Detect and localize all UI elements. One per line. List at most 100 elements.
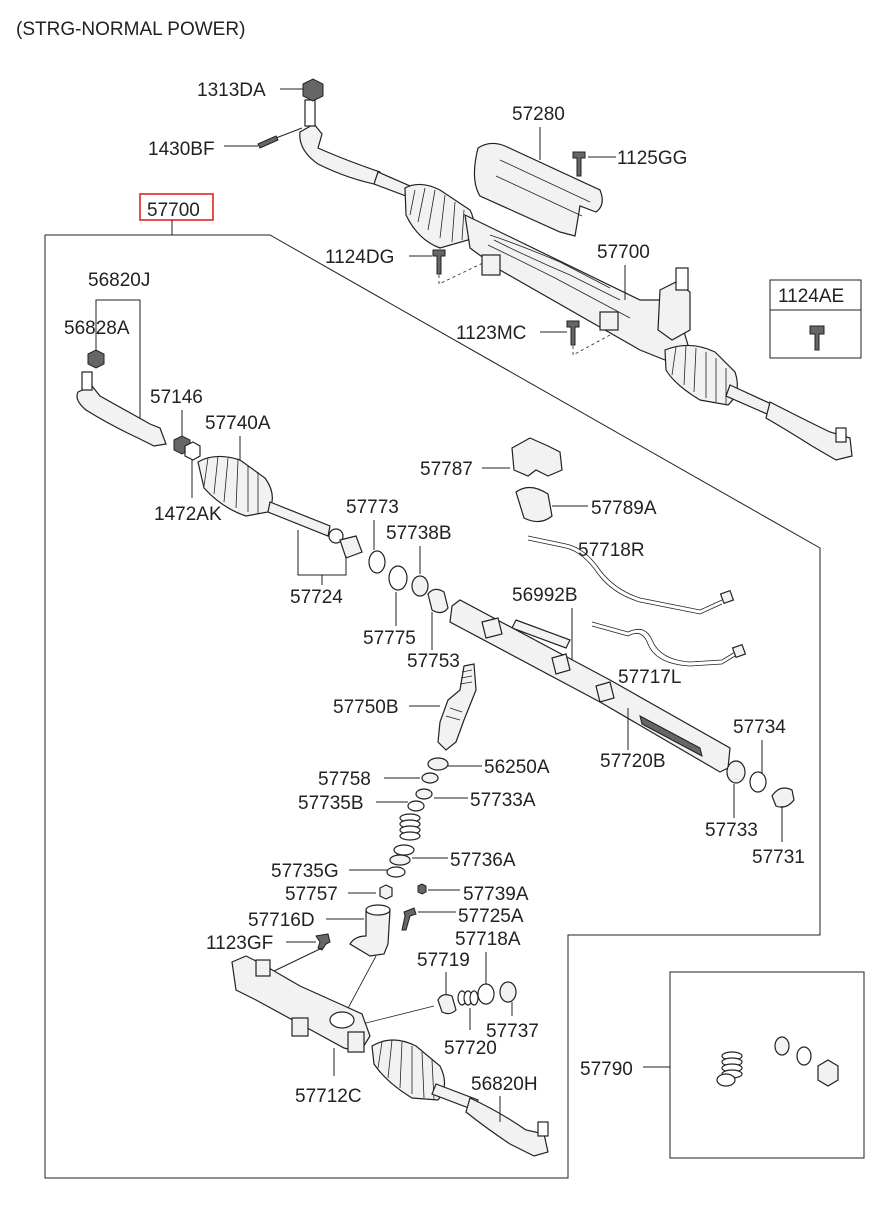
- label-57700-main[interactable]: 57700: [147, 200, 200, 221]
- o-ring-icon: [407, 800, 425, 812]
- valve-body-top: [657, 281, 691, 341]
- label-57280[interactable]: 57280: [512, 104, 565, 125]
- label-57753[interactable]: 57753: [407, 651, 460, 672]
- assembly-outline: [44, 234, 821, 1179]
- label-57758[interactable]: 57758: [318, 769, 371, 790]
- o-ring-icon: [477, 983, 495, 1005]
- spring-icon: [399, 813, 421, 841]
- label-57731[interactable]: 57731: [752, 847, 805, 868]
- bolt-icon: [257, 135, 279, 149]
- leader-1123GF-b: [271, 947, 323, 973]
- o-ring-icon: [726, 760, 746, 784]
- label-57757[interactable]: 57757: [285, 884, 338, 905]
- top-assembly: [299, 78, 853, 461]
- adjuster-57719: [437, 994, 457, 1015]
- label-57775[interactable]: 57775: [363, 628, 416, 649]
- tie-rod-end-left-top: [299, 123, 385, 187]
- label-1472AK[interactable]: 1472AK: [154, 504, 222, 525]
- label-57146[interactable]: 57146: [150, 387, 203, 408]
- highlight-box-57700[interactable]: [139, 193, 214, 221]
- label-57724[interactable]: 57724: [290, 587, 343, 608]
- ball-joint-stud-right-top: [835, 427, 847, 443]
- label-57712C[interactable]: 57712C: [295, 1086, 362, 1107]
- label-57720B[interactable]: 57720B: [600, 751, 666, 772]
- label-57734[interactable]: 57734: [733, 717, 786, 738]
- label-56250A[interactable]: 56250A: [484, 757, 550, 778]
- label-57739A[interactable]: 57739A: [463, 884, 529, 905]
- ball-joint-stud-top: [304, 99, 316, 127]
- label-57725A[interactable]: 57725A: [458, 906, 524, 927]
- o-ring-icon: [796, 1046, 812, 1066]
- ball-joint-stud-left: [81, 371, 93, 391]
- yoke-top: [365, 904, 391, 916]
- label-56992B[interactable]: 56992B: [512, 585, 578, 606]
- label-1123MC[interactable]: 1123MC: [456, 323, 526, 344]
- label-57717L[interactable]: 57717L: [618, 667, 681, 688]
- pinion-57750B: [437, 663, 477, 751]
- label-57718R[interactable]: 57718R: [578, 540, 645, 561]
- label-57790[interactable]: 57790: [580, 1059, 633, 1080]
- nut-icon: [184, 441, 201, 461]
- pressure-line-57718R-inner: [527, 539, 723, 615]
- pressure-line-57717L: [591, 621, 736, 663]
- heat-shield-ribs: [495, 159, 591, 217]
- label-57740A[interactable]: 57740A: [205, 413, 271, 434]
- mount-bracket-top-2: [599, 311, 619, 331]
- label-1124DG[interactable]: 1124DG: [325, 247, 394, 268]
- o-ring-icon: [716, 1073, 736, 1087]
- label-57736A[interactable]: 57736A: [450, 850, 516, 871]
- rack-teeth-57720B: [639, 715, 703, 757]
- bolt-icon: [315, 933, 331, 951]
- label-57738B[interactable]: 57738B: [386, 523, 452, 544]
- label-1123GF[interactable]: 1123GF: [206, 933, 273, 954]
- housing-port-57712C: [329, 1011, 355, 1029]
- nut-icon: [379, 884, 393, 900]
- label-57735B[interactable]: 57735B: [298, 793, 364, 814]
- mount-bracket-top-1: [481, 254, 501, 276]
- label-56820H[interactable]: 56820H: [471, 1074, 538, 1095]
- nut-icon: [817, 1059, 839, 1087]
- washer-57736A: [389, 854, 411, 866]
- label-57733[interactable]: 57733: [705, 820, 758, 841]
- plug-57739A: [417, 883, 427, 895]
- boot-57740A: [197, 455, 273, 517]
- inner-ball-57724: [328, 528, 344, 544]
- label-57787[interactable]: 57787: [420, 459, 473, 480]
- label-57700-top[interactable]: 57700: [597, 242, 650, 263]
- label-57735G[interactable]: 57735G: [271, 861, 339, 882]
- label-1430BF[interactable]: 1430BF: [148, 139, 215, 160]
- leader-1430BF-b: [275, 127, 303, 139]
- bolt-icon: [432, 249, 446, 275]
- label-56828A[interactable]: 56828A: [64, 318, 130, 339]
- label-57718A[interactable]: 57718A: [455, 929, 521, 950]
- label-56820J[interactable]: 56820J: [88, 270, 150, 291]
- washer-57758: [421, 772, 439, 784]
- label-1125GG[interactable]: 1125GG: [617, 148, 687, 169]
- label-57773[interactable]: 57773: [346, 497, 399, 518]
- label-57733A[interactable]: 57733A: [470, 790, 536, 811]
- label-57789A[interactable]: 57789A: [591, 498, 657, 519]
- label-57750B[interactable]: 57750B: [333, 697, 399, 718]
- housing-mount-57712C: [291, 1017, 309, 1037]
- label-57737[interactable]: 57737: [486, 1021, 539, 1042]
- input-shaft-top: [675, 267, 689, 291]
- seal-57731: [771, 787, 795, 808]
- label-57719[interactable]: 57719: [417, 950, 470, 971]
- label-57716D[interactable]: 57716D: [248, 910, 315, 931]
- washer-57733A: [415, 788, 433, 800]
- pinion-splines: [445, 669, 473, 721]
- label-1124AE[interactable]: 1124AE: [778, 286, 844, 307]
- label-1313DA[interactable]: 1313DA: [197, 80, 266, 101]
- leader-1124DG-dash: [438, 261, 486, 285]
- bushing-57789A: [515, 486, 553, 523]
- housing-bracket-57712C: [255, 959, 271, 977]
- pressure-lines-top: [487, 234, 631, 319]
- bracket-57787: [511, 437, 563, 477]
- o-ring-icon: [749, 771, 767, 793]
- washer-57738B: [411, 575, 429, 597]
- label-57720[interactable]: 57720: [444, 1038, 497, 1059]
- nut-icon: [87, 349, 105, 369]
- fitting-57717L: [731, 643, 747, 659]
- leader-pinion-dash-2: [361, 1005, 435, 1025]
